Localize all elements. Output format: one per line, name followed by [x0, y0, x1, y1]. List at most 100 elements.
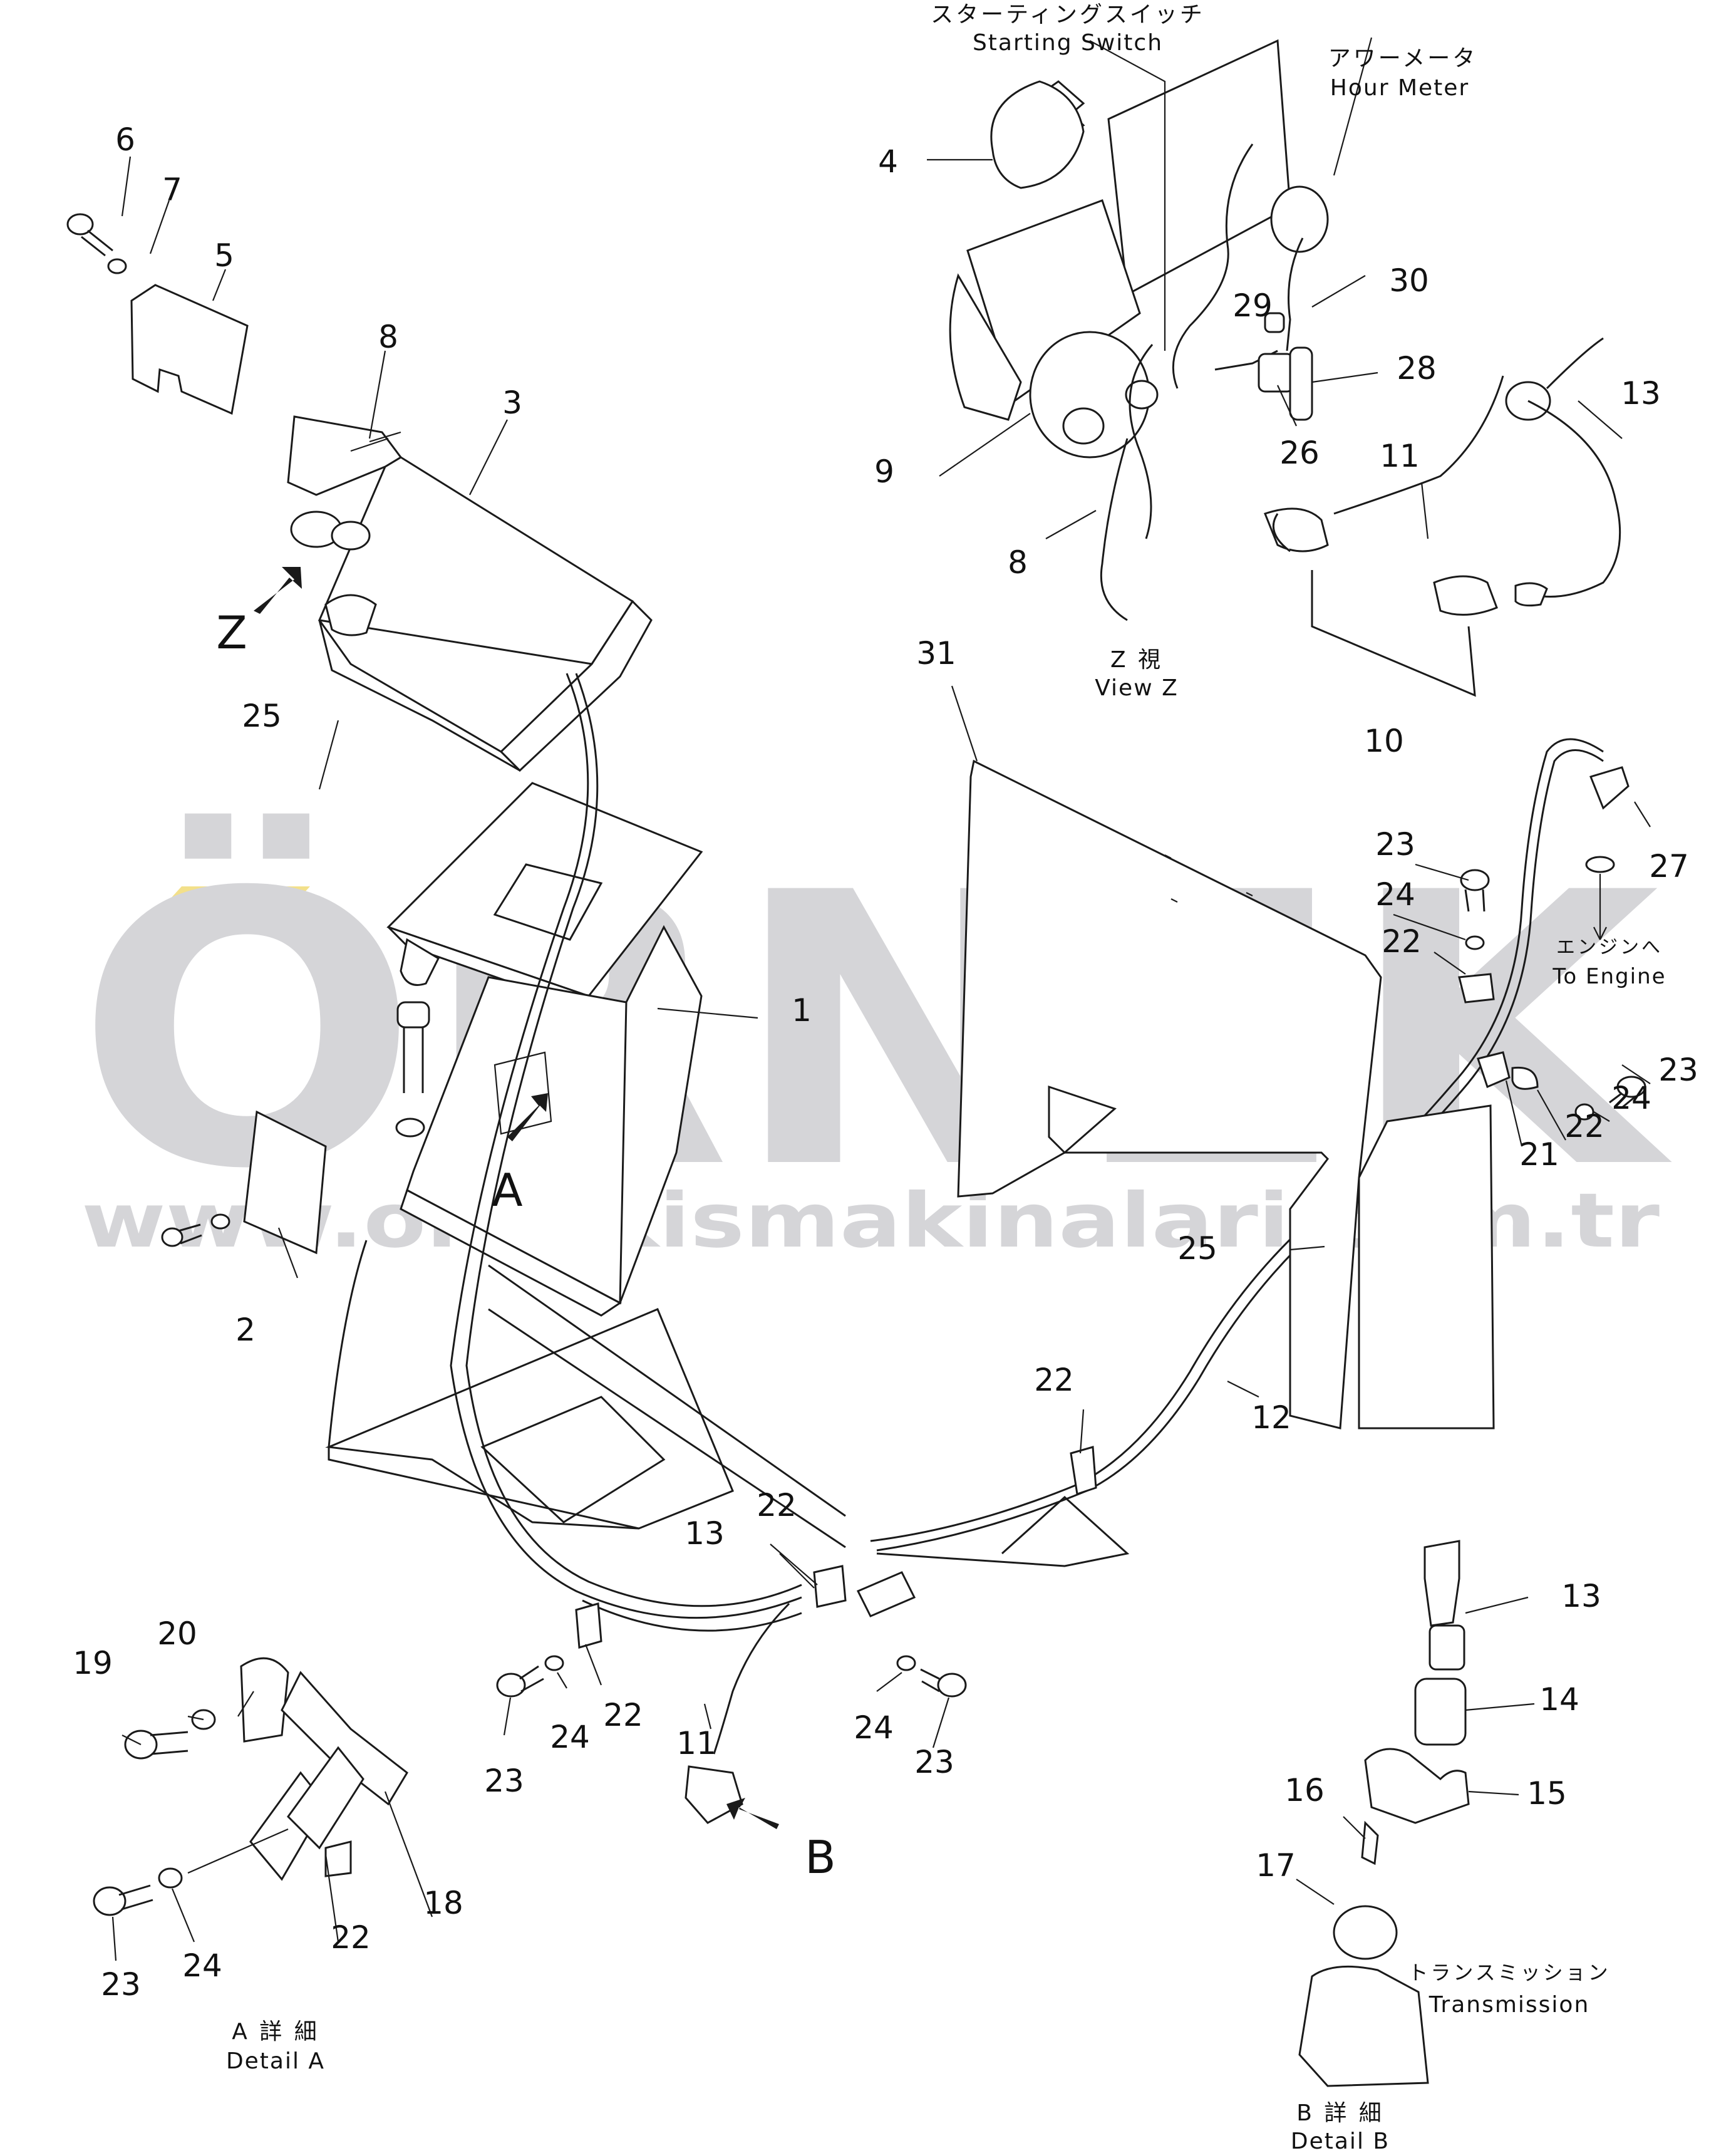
connector-b [685, 1765, 743, 1824]
label-11-lower: 11 [676, 1725, 716, 1761]
label-25: 25 [242, 698, 282, 734]
label-2: 2 [235, 1312, 256, 1348]
floor-frame [325, 1240, 1130, 1567]
detail-b [1298, 1540, 1470, 2087]
hour-meter-en: Hour Meter [1330, 75, 1469, 101]
detail-b-en: Detail B [1291, 2129, 1390, 2153]
label-8: 8 [378, 319, 398, 355]
label-13-view-z: 13 [1621, 375, 1661, 412]
label-22-detail-a: 22 [331, 1919, 371, 1956]
label-26: 26 [1279, 435, 1320, 471]
label-22-lower-left: 22 [603, 1697, 643, 1733]
view-arrow-a [507, 1093, 548, 1141]
washer-24-lower-right [896, 1655, 916, 1671]
label-4: 4 [878, 143, 898, 180]
washer-24-lower-left [544, 1655, 564, 1671]
part-numbers: 6 7 5 8 3 25 1 2 4 9 8 29 30 28 26 11 13… [73, 122, 1698, 2003]
box-1 [400, 925, 703, 1317]
label-6: 6 [115, 122, 135, 158]
label-21: 21 [1519, 1136, 1559, 1173]
hour-meter-jp: アワーメータ [1328, 46, 1478, 71]
label-24-detail-a: 24 [182, 1948, 222, 1984]
bolt-23-lower-right [920, 1668, 967, 1698]
label-28: 28 [1397, 350, 1437, 387]
to-engine-jp: エンジンへ [1556, 936, 1663, 958]
detail-a-en: Detail A [226, 2048, 325, 2074]
panel-31 [957, 759, 1495, 1429]
label-24-upper-right: 24 [1375, 876, 1415, 913]
letter-a: A [492, 1164, 522, 1217]
view-arrow-z [254, 567, 302, 614]
label-11-view-z: 11 [1380, 438, 1420, 474]
view-z-en: View Z [1095, 675, 1179, 701]
connector-25-upper [324, 594, 377, 636]
label-14: 14 [1539, 1681, 1579, 1718]
transmission-jp: トランスミッション [1408, 1961, 1610, 1984]
label-27: 27 [1649, 848, 1689, 885]
label-12: 12 [1251, 1399, 1291, 1436]
label-22-lower: 22 [757, 1487, 797, 1523]
label-17: 17 [1256, 1847, 1296, 1884]
view-arrow-b [726, 1798, 779, 1829]
clamp-22-lower-a [813, 1565, 847, 1608]
bolt-19 [124, 1730, 189, 1760]
starting-switch-en: Starting Switch [973, 30, 1163, 56]
label-24-lower-right: 24 [854, 1709, 894, 1746]
clamp-22-center [1070, 1446, 1097, 1495]
label-20: 20 [157, 1616, 197, 1652]
mount-frame [386, 782, 703, 1010]
label-9: 9 [874, 454, 894, 490]
label-30: 30 [1389, 262, 1429, 299]
watermark-accent-left [150, 886, 219, 921]
label-10: 10 [1364, 723, 1404, 759]
view-z-jp: Z 視 [1110, 647, 1163, 673]
washer-24-upper-right [1465, 935, 1485, 950]
bracket-10 [1311, 570, 1476, 697]
letter-b: B [805, 1831, 835, 1884]
label-15: 15 [1527, 1775, 1567, 1812]
bolt-23-right [1609, 1076, 1646, 1109]
washer-24-detail-a [158, 1867, 183, 1889]
label-5: 5 [214, 237, 234, 274]
label-8-view-z: 8 [1008, 544, 1028, 581]
bolt-box-1 [395, 1001, 430, 1138]
bolt-23-lower-left [496, 1665, 544, 1698]
detail-a-jp: A 詳 細 [232, 2019, 319, 2045]
label-23-upper-right: 23 [1375, 826, 1415, 863]
label-22-right: 22 [1382, 923, 1422, 960]
label-3: 3 [502, 385, 522, 421]
connector-center-cable [713, 1602, 790, 1755]
label-13-detail-b: 13 [1561, 1578, 1601, 1614]
clamp-21 [1477, 1051, 1539, 1090]
detail-b-jp: B 詳 細 [1296, 2100, 1384, 2126]
label-23-right: 23 [1658, 1052, 1698, 1088]
label-22-right-lower: 22 [1564, 1108, 1604, 1144]
label-23-lower-left: 23 [484, 1763, 524, 1799]
label-7: 7 [162, 172, 182, 208]
cap-4 [990, 80, 1085, 189]
label-23-detail-a: 23 [101, 1966, 141, 2003]
label-23-lower-right: 23 [914, 1744, 954, 1780]
label-18: 18 [423, 1885, 463, 1921]
connector-13-lower [856, 1571, 916, 1617]
bolt-2 [161, 1223, 202, 1247]
plate-2 [243, 1110, 327, 1255]
to-engine-en: To Engine [1552, 964, 1666, 989]
watermark-accent-right [241, 886, 310, 921]
watermark: ÖRNEK www.ornekismakinalari.com.tr [75, 810, 1675, 1265]
bolt-23-upper-right [1460, 869, 1490, 912]
label-13-lower: 13 [685, 1515, 725, 1552]
clamp-22-lower-b [575, 1602, 602, 1649]
letter-z: Z [216, 606, 247, 659]
washer-2 [210, 1213, 230, 1230]
bolt-6 [66, 213, 113, 257]
transmission-en: Transmission [1429, 1992, 1590, 2018]
label-1: 1 [792, 992, 812, 1029]
washer-24-right [1574, 1103, 1594, 1121]
label-25-right: 25 [1177, 1230, 1217, 1267]
clamp-22-right [1458, 973, 1495, 1004]
label-29: 29 [1232, 288, 1273, 324]
starting-switch-jp: スターティングスイッチ [931, 2, 1205, 28]
label-19: 19 [73, 1645, 113, 1681]
